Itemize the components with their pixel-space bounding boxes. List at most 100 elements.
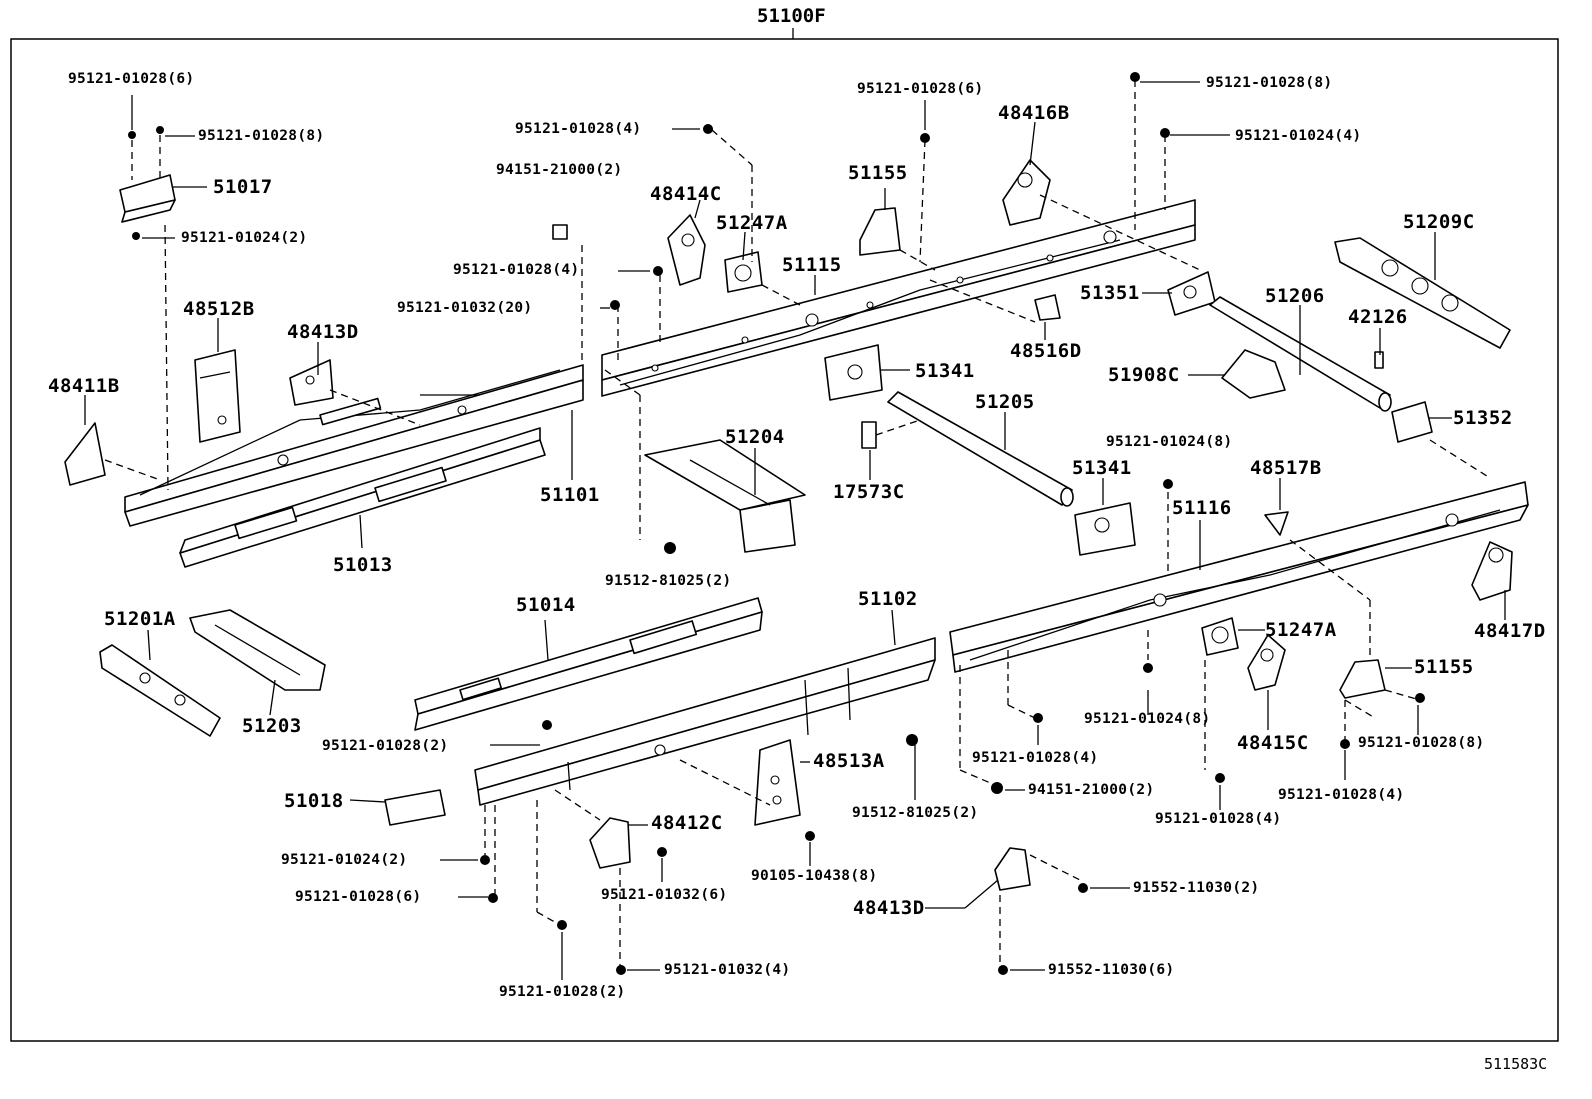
fastener-label: 95121-01028(6) bbox=[857, 81, 984, 97]
fastener-label: 90105-10438(8) bbox=[751, 868, 878, 884]
part-label-48415C: 48415C bbox=[1237, 732, 1309, 754]
part-label-48416B: 48416B bbox=[998, 102, 1070, 124]
fastener-label: 95121-01024(2) bbox=[281, 852, 408, 868]
part-48413D-bracket-upper bbox=[289, 359, 421, 426]
part-label-48414C: 48414C bbox=[650, 183, 722, 205]
part-48412C-bracket bbox=[554, 789, 631, 869]
fastener-markers bbox=[480, 72, 1425, 975]
part-51351-bracket bbox=[1167, 271, 1216, 316]
part-51341-bracket-lower bbox=[1074, 502, 1136, 556]
part-48416B-bracket bbox=[1002, 159, 1201, 271]
part-51201A-crossmember bbox=[99, 644, 221, 737]
fastener-label: 95121-01028(4) bbox=[972, 750, 1099, 766]
fastener-label: 95121-01024(8) bbox=[1084, 711, 1211, 727]
part-label-51018: 51018 bbox=[284, 790, 344, 812]
fastener-label: 95121-01024(8) bbox=[1106, 434, 1233, 450]
part-label-42126: 42126 bbox=[1348, 306, 1408, 328]
part-label-51341-lower: 51341 bbox=[1072, 457, 1132, 479]
part-51352-bracket bbox=[1391, 401, 1491, 479]
part-label-48412C: 48412C bbox=[651, 812, 723, 834]
part-48517B-clip bbox=[1264, 511, 1289, 536]
fastener-label: 95121-01028(8) bbox=[1358, 735, 1485, 751]
part-label-51116: 51116 bbox=[1172, 497, 1232, 519]
part-label-51205: 51205 bbox=[975, 391, 1035, 413]
part-51101-side-rail bbox=[124, 364, 584, 527]
part-48513A-bracket bbox=[754, 739, 801, 826]
fastener-label: 95121-01028(6) bbox=[68, 71, 195, 87]
part-48413D-bracket-lower bbox=[994, 847, 1081, 968]
part-48411B-bracket bbox=[64, 422, 161, 486]
part-label-48413D: 48413D bbox=[287, 321, 359, 343]
part-label-51247A-lower: 51247A bbox=[1265, 619, 1337, 641]
part-label-51341-upper: 51341 bbox=[915, 360, 975, 382]
diagram-title: 51100F bbox=[757, 5, 826, 27]
part-51204-crossmember bbox=[644, 439, 806, 553]
part-label-48517B: 48517B bbox=[1250, 457, 1322, 479]
fastener-label: 95121-01024(4) bbox=[1235, 128, 1362, 144]
fastener-label: 95121-01032(20) bbox=[397, 300, 533, 316]
part-51247A-plate-upper bbox=[724, 251, 801, 306]
part-label-51155-lower: 51155 bbox=[1414, 656, 1474, 678]
part-label-51204: 51204 bbox=[725, 426, 785, 448]
part-label-51013: 51013 bbox=[333, 554, 393, 576]
fastener-label: 91512-81025(2) bbox=[605, 573, 732, 589]
part-17573C-bracket bbox=[861, 421, 877, 449]
fastener-label: 94151-21000(2) bbox=[496, 162, 623, 178]
fastener-label: 95121-01028(4) bbox=[1155, 811, 1282, 827]
part-label-51351: 51351 bbox=[1080, 282, 1140, 304]
part-51018-bracket bbox=[384, 789, 446, 826]
fastener-label: 95121-01028(2) bbox=[322, 738, 449, 754]
part-51209C-crossmember bbox=[1334, 237, 1511, 349]
part-label-48513A: 48513A bbox=[813, 750, 885, 772]
part-48516D-clip bbox=[929, 279, 1061, 323]
part-label-51203: 51203 bbox=[242, 715, 302, 737]
part-label-51247A: 51247A bbox=[716, 212, 788, 234]
part-51102-side-rail bbox=[474, 637, 936, 806]
part-label-48417D: 48417D bbox=[1474, 620, 1546, 642]
fastener-label: 95121-01028(6) bbox=[295, 889, 422, 905]
fastener-label: 91552-11030(6) bbox=[1048, 962, 1175, 978]
part-51013-rail bbox=[179, 427, 546, 568]
part-label-51201A: 51201A bbox=[104, 608, 176, 630]
fastener-label: 95121-01032(6) bbox=[601, 887, 728, 903]
part-51155-bracket-upper bbox=[859, 207, 936, 271]
part-51017-bracket bbox=[119, 126, 176, 491]
fastener-label: 95121-01028(4) bbox=[1278, 787, 1405, 803]
part-51247A-plate-lower bbox=[1201, 617, 1239, 656]
part-51014-rail bbox=[414, 597, 763, 731]
part-label-17573C: 17573C bbox=[833, 481, 905, 503]
part-label-48516D: 48516D bbox=[1010, 340, 1082, 362]
part-label-51017: 51017 bbox=[213, 176, 273, 198]
part-label-51908C: 51908C bbox=[1108, 364, 1180, 386]
part-48417D-bracket bbox=[1471, 541, 1513, 601]
part-51908C-bracket bbox=[1221, 349, 1286, 399]
part-label-51014: 51014 bbox=[516, 594, 576, 616]
part-label-51155: 51155 bbox=[848, 162, 908, 184]
part-51155-bracket-lower bbox=[1339, 659, 1386, 699]
fastener-label: 94151-21000(2) bbox=[1028, 782, 1155, 798]
part-51116-side-rail bbox=[949, 481, 1529, 673]
part-51205-crossmember-tube bbox=[887, 391, 1074, 507]
fastener-label: 91552-11030(2) bbox=[1133, 880, 1260, 896]
leader-lines bbox=[84, 81, 1506, 980]
fastener-label: 95121-01028(4) bbox=[515, 121, 642, 137]
part-48415C-bracket bbox=[1247, 634, 1286, 691]
fastener-label: 95121-01028(4) bbox=[453, 262, 580, 278]
part-label-51102: 51102 bbox=[858, 588, 918, 610]
fastener-label: 95121-01028(8) bbox=[198, 128, 325, 144]
part-label-48413D-lower: 48413D bbox=[853, 897, 925, 919]
fastener-label: 95121-01032(4) bbox=[664, 962, 791, 978]
part-label-48411B: 48411B bbox=[48, 375, 120, 397]
part-48414C-bracket bbox=[667, 214, 706, 286]
part-51203-crossmember bbox=[189, 609, 326, 691]
fastener-label: 95121-01028(8) bbox=[1206, 75, 1333, 91]
diagram-frame bbox=[10, 38, 1559, 1042]
fastener-label: 95121-01024(2) bbox=[181, 230, 308, 246]
fastener-label: 95121-01028(2) bbox=[499, 984, 626, 1000]
part-42126-clip bbox=[1374, 351, 1384, 369]
part-label-51101: 51101 bbox=[540, 484, 600, 506]
part-51341-bracket-upper bbox=[824, 344, 883, 401]
part-label-51209C: 51209C bbox=[1403, 211, 1475, 233]
part-label-51115: 51115 bbox=[782, 254, 842, 276]
